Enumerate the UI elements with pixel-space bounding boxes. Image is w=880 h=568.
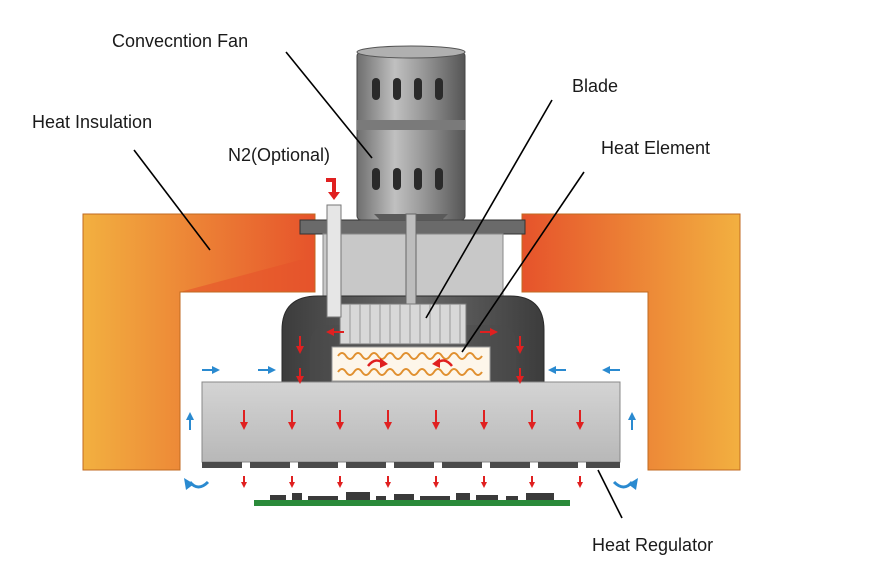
n2-inlet-arrow-icon xyxy=(326,178,340,200)
convection-fan-motor xyxy=(356,45,466,221)
hot-air-arrow-icon xyxy=(336,410,344,430)
cool-air-arrow-icon xyxy=(612,478,638,490)
hot-air-arrow-icon xyxy=(529,476,535,488)
label-n2-optional: N2(Optional) xyxy=(228,145,330,165)
hot-air-arrow-icon xyxy=(326,328,344,336)
cool-air-arrow-icon xyxy=(184,478,210,490)
motor-vents xyxy=(372,78,443,190)
hot-air-arrow-icon xyxy=(576,410,584,430)
hot-air-arrows xyxy=(240,328,584,488)
hot-air-arrow-icon xyxy=(337,476,343,488)
hot-air-arrow-icon xyxy=(480,410,488,430)
hot-air-arrow-icon xyxy=(384,410,392,430)
heat-insulation-right xyxy=(521,213,741,471)
cool-air-arrow-icon xyxy=(258,366,276,374)
fan-shaft xyxy=(405,213,417,307)
hot-air-arrow-icon xyxy=(481,476,487,488)
leader-heat-element xyxy=(461,171,585,353)
cool-air-arrow-icon xyxy=(602,366,620,374)
cool-air-arrow-icon xyxy=(202,366,220,374)
cool-air-arrows xyxy=(184,366,638,490)
hot-air-arrow-icon xyxy=(516,336,524,354)
heat-insulation-left xyxy=(82,213,316,471)
hot-air-arrow-icon xyxy=(289,476,295,488)
label-blade: Blade xyxy=(572,76,618,96)
cool-air-arrow-icon xyxy=(628,412,636,430)
hot-air-arrow-icon xyxy=(432,410,440,430)
heat-element xyxy=(331,346,491,382)
hot-air-arrow-icon xyxy=(296,336,304,354)
cool-air-arrow-icon xyxy=(548,366,566,374)
hot-air-arrow-icon xyxy=(296,368,304,384)
leader-heat-regulator xyxy=(597,469,623,519)
fan-blade xyxy=(339,303,467,345)
hot-air-arrow-icon xyxy=(480,328,498,336)
n2-inlet-pipe xyxy=(326,204,342,318)
leader-heat-insulation xyxy=(133,149,211,251)
leader-convection-fan xyxy=(285,51,373,159)
hot-air-arrow-icon xyxy=(240,410,248,430)
label-convection-fan: Convecntion Fan xyxy=(112,31,248,51)
heating-plate xyxy=(201,381,621,463)
hot-air-arrow-icon xyxy=(516,368,524,384)
hot-air-arrow-icon xyxy=(528,410,536,430)
leader-blade xyxy=(425,99,553,319)
pcb-board xyxy=(254,492,570,506)
hot-air-arrow-icon xyxy=(577,476,583,488)
hot-air-arrow-icon xyxy=(385,476,391,488)
hot-air-arrow-icon xyxy=(288,410,296,430)
label-heat-regulator: Heat Regulator xyxy=(592,535,713,555)
heat-regulator-plate xyxy=(202,462,620,468)
hot-air-arrow-icon xyxy=(241,476,247,488)
label-heat-element: Heat Element xyxy=(601,138,710,158)
cool-air-arrow-icon xyxy=(186,412,194,430)
label-heat-insulation: Heat Insulation xyxy=(32,112,152,132)
hot-air-arrow-icon xyxy=(433,476,439,488)
